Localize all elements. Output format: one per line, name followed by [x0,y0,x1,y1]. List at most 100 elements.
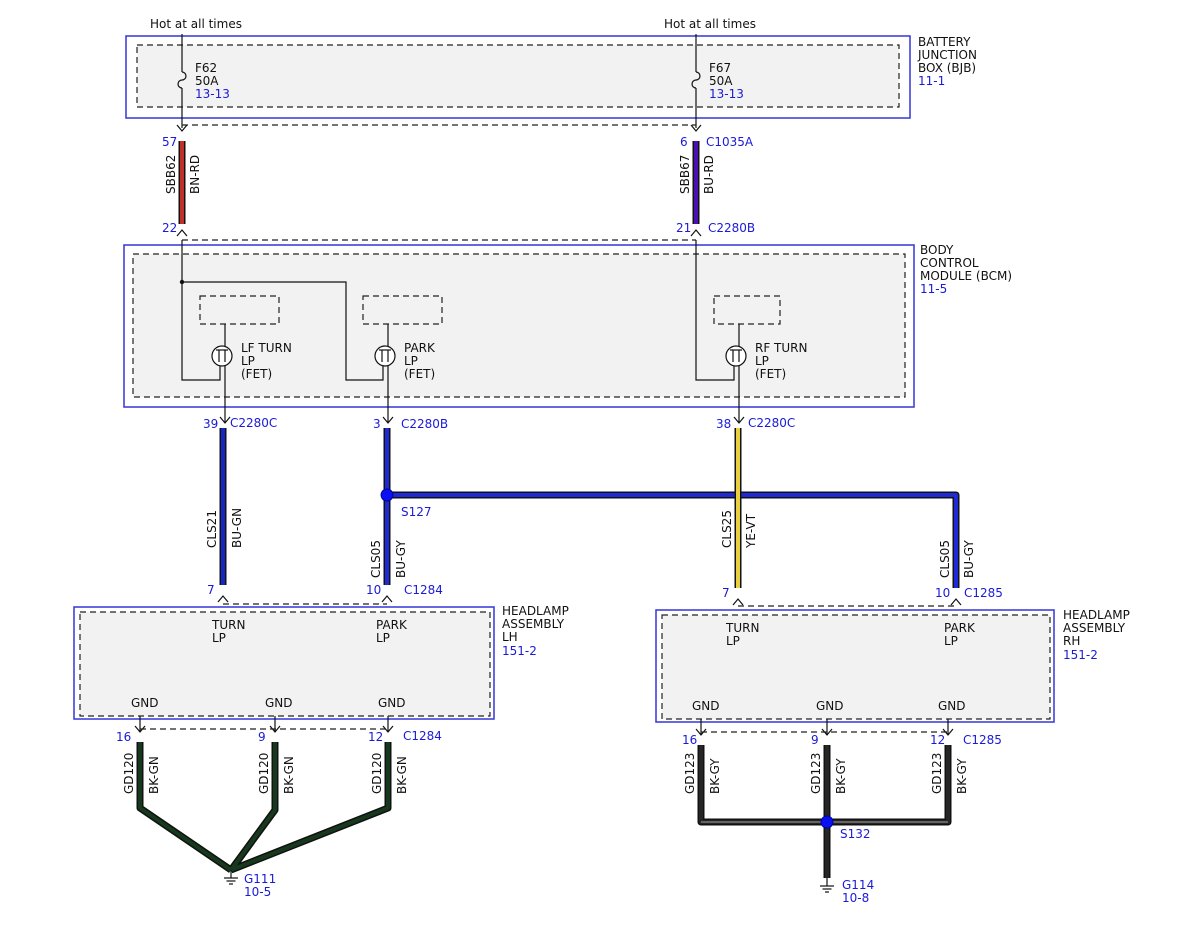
lh-gnd-pin-9: 9 [258,730,266,744]
headlamp-rh-title-2: ASSEMBLY [1063,621,1126,635]
headlamp-rh-ref[interactable]: 151-2 [1063,648,1098,662]
lf-fet-label-2: LP [241,354,255,368]
fuse-f67-name: F67 [709,61,731,75]
sbb67-circuit: SBB67 [678,155,692,194]
gd120-circuit-1: GD120 [122,753,136,794]
wire-gd120 [136,742,392,874]
ground-g111-icon [224,870,238,885]
fuse-f67-rating: 50A [709,74,733,88]
c2280b-mid-label[interactable]: C2280B [401,417,448,431]
pin39-arrow [219,416,231,424]
pin38-label: 38 [716,417,731,431]
pin6-label: 6 [680,135,688,149]
lf-fet-control-box [199,295,280,325]
headlamp-lh-title-1: HEADLAMP [502,604,569,618]
lh-park-label-2: LP [376,631,390,645]
fuse-f62-name: F62 [195,61,217,75]
c2280c-right-label[interactable]: C2280C [748,416,795,430]
lh-gnd-pin-16: 16 [116,730,131,744]
lh-gnd-label-2: GND [265,696,293,710]
bcm-title-3: MODULE (BCM) [920,269,1012,283]
lh-pin10-arrow [381,595,393,603]
c1035a-label[interactable]: C1035A [706,135,754,149]
pin3-label: 3 [373,417,381,431]
ground-g114-label[interactable]: G114 [842,878,874,892]
park-fet-control-box [362,295,443,325]
pin57-label: 57 [162,135,177,149]
gd120-color-code-3: BK-GN [395,756,409,794]
cls05-rh-circuit: CLS05 [938,540,952,578]
bjb-title-3: BOX (BJB) [918,61,976,75]
splice-s132-dot[interactable] [820,815,834,829]
splice-s127-label[interactable]: S127 [401,505,432,519]
c1284-bottom-label[interactable]: C1284 [403,729,442,743]
bjb-title-1: BATTERY [918,35,971,49]
rh-park-label-2: LP [944,634,958,648]
bcm-park-feed [182,281,384,381]
headlamp-assembly-lh: HEADLAMP ASSEMBLY LH 151-2 TURN LP PARK … [73,604,569,720]
bcm-rf-feed [695,240,735,381]
ground-g114-ref[interactable]: 10-8 [842,891,869,905]
ground-g111-label[interactable]: G111 [244,872,276,886]
wire-cls05 [383,428,960,588]
gd120-circuit-3: GD120 [370,753,384,794]
rh-turn-label-1: TURN [725,621,759,635]
lh-pin7-arrow [217,595,229,603]
pin6-arrow [690,124,702,132]
gd123-circuit-2: GD123 [809,753,823,794]
headlamp-lh-title-3: LH [502,630,518,644]
pin21-label: 21 [676,221,691,235]
sbb67-color-code: BU-RD [702,155,716,194]
headlamp-lh-title-2: ASSEMBLY [502,617,565,631]
lh-turn-label-1: TURN [211,618,245,632]
cls21-color-code: BU-GN [230,508,244,548]
ground-g111-ref[interactable]: 10-5 [244,885,271,899]
pin22-arrow [176,229,188,237]
pin21-arrow [690,229,702,237]
gd123-circuit-1: GD123 [683,753,697,794]
park-fet-icon [374,345,396,367]
bcm-title-2: CONTROL [920,256,979,270]
headlamp-rh-inner [661,614,1051,720]
lf-fet-label-3: (FET) [241,367,272,381]
rh-gnd-pin-12: 12 [930,733,945,747]
bjb-ref[interactable]: 11-1 [918,74,945,88]
pin39-label: 39 [203,417,218,431]
rf-fet-icon [725,345,747,367]
bjb-title-2: JUNCTION [917,48,977,62]
lf-fet-icon [211,345,233,367]
gd120-color-code-1: BK-GN [147,756,161,794]
pin57-arrow [176,124,188,132]
lh-gnd-label-3: GND [378,696,406,710]
bcm-ref[interactable]: 11-5 [920,282,947,296]
supply-left-label: Hot at all times [150,17,242,31]
c2280c-left-label[interactable]: C2280C [230,416,277,430]
headlamp-lh-ref[interactable]: 151-2 [502,644,537,658]
park-fet-label-1: PARK [404,341,436,355]
c2280b-top-label[interactable]: C2280B [708,221,755,235]
rh-gnd-pin-16: 16 [682,733,697,747]
c1284-top-label[interactable]: C1284 [404,583,443,597]
c1285-bottom-label[interactable]: C1285 [963,733,1002,747]
splice-s132-label[interactable]: S132 [840,827,871,841]
c1285-top-label[interactable]: C1285 [964,586,1003,600]
wire-gd120-color [138,742,390,872]
fuse-f67-ref[interactable]: 13-13 [709,87,744,101]
rf-fet-label-2: LP [755,354,769,368]
ground-g114-icon [820,878,834,893]
gd120-color-code-2: BK-GN [282,756,296,794]
wire-cls05-color [385,428,958,588]
fuse-f67-symbol [691,71,701,89]
cls05-lh-circuit: CLS05 [369,540,383,578]
splice-s127-dot[interactable] [380,488,394,502]
rf-fet-label-3: (FET) [755,367,786,381]
pin22-label: 22 [162,221,177,235]
headlamp-rh-title-1: HEADLAMP [1063,608,1130,622]
gd123-color-code-3: BK-GY [955,758,969,794]
fuse-f62-ref[interactable]: 13-13 [195,87,230,101]
gd123-circuit-3: GD123 [930,753,944,794]
pin3-arrow [382,416,394,424]
cls05-lh-color-code: BU-GY [394,540,408,578]
rh-park-label-1: PARK [944,621,976,635]
